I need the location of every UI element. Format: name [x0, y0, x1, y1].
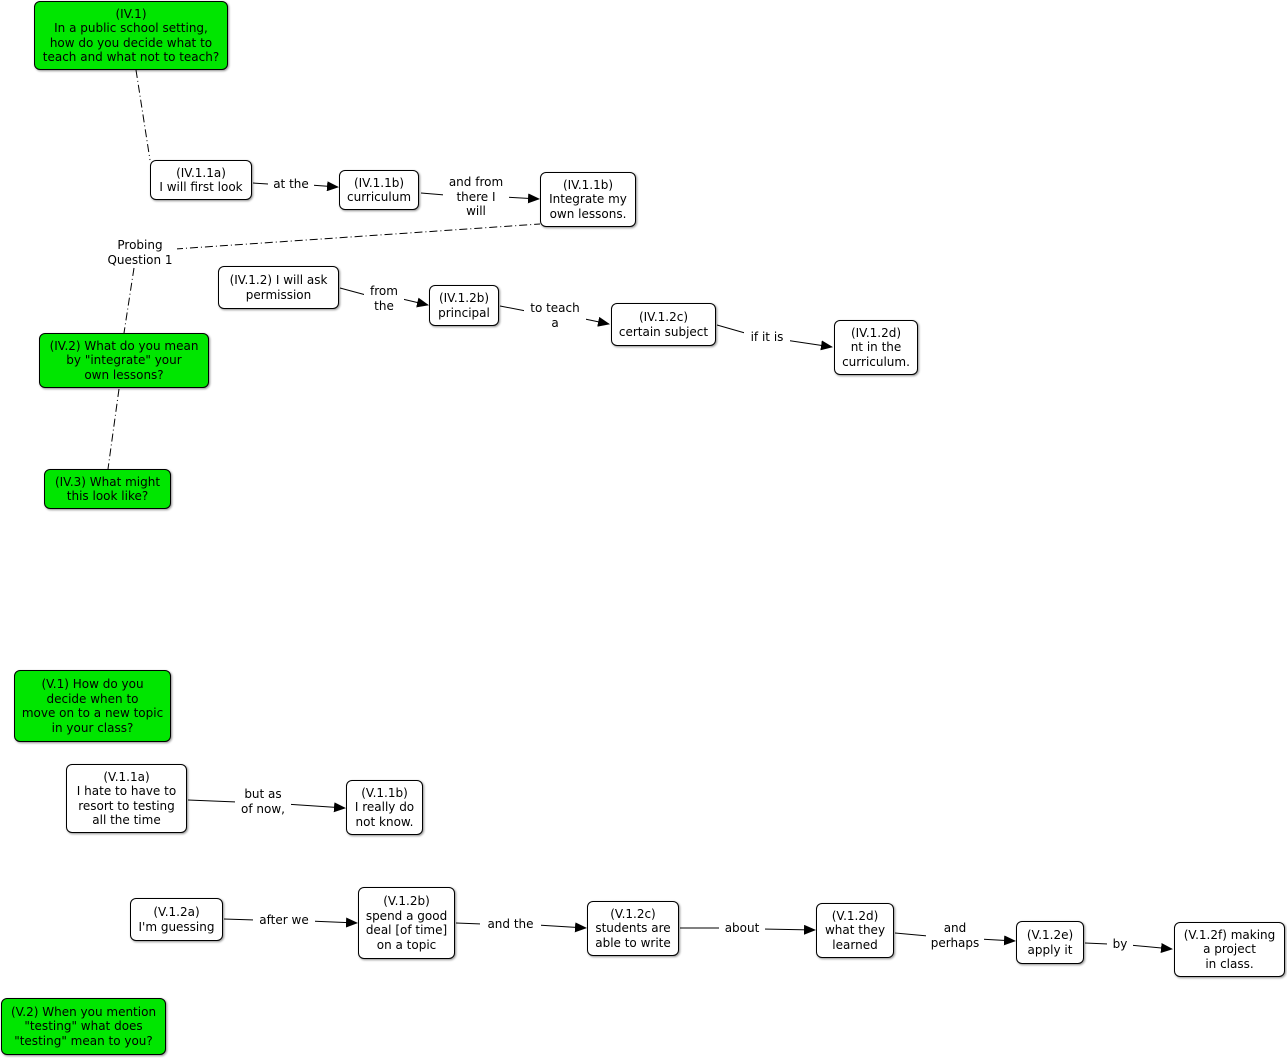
- concept-node-v11b[interactable]: (V.1.1b) I really do not know.: [346, 780, 423, 835]
- link-iv1-iv11a: [135, 69, 151, 161]
- concept-node-iv11b-integrate[interactable]: (IV.1.1b) Integrate my own lessons.: [540, 172, 636, 227]
- link-label-and-the: and the: [480, 917, 541, 932]
- arrow-after-we-v12b: [308, 917, 358, 928]
- link-v12e-by: [1084, 942, 1109, 945]
- link-label-and-perhaps: and perhaps: [926, 921, 984, 950]
- link-v12a-after-we: [223, 918, 256, 921]
- concept-node-v12b[interactable]: (V.1.2b) spend a good deal [of time] on …: [358, 887, 455, 959]
- link-label-about: about: [719, 921, 765, 936]
- link-v12b-and-the: [455, 922, 483, 925]
- concept-node-iv11b[interactable]: (IV.1.1b) curriculum: [339, 170, 419, 210]
- link-v11a-but-as: [187, 799, 238, 803]
- arrow-if-it-is-iv12d: [784, 339, 833, 351]
- arrow-and-the-v12c: [536, 922, 587, 933]
- arrow-by-v12f: [1128, 943, 1173, 953]
- arrow-and-from-iv11b2: [502, 193, 540, 204]
- link-iv12c-if-it-is: [716, 324, 746, 334]
- probing-question-label: Probing Question 1: [103, 238, 177, 267]
- arrow-at-the-iv11b: [309, 181, 339, 192]
- link-iv12b-to-teach: [499, 305, 527, 312]
- question-node-iv1[interactable]: (IV.1) In a public school setting, how d…: [34, 1, 228, 70]
- link-iv11b-and-from: [420, 192, 446, 196]
- link-label-after-we: after we: [253, 913, 315, 928]
- concept-node-v12c[interactable]: (V.1.2c) students are able to write: [587, 901, 679, 956]
- concept-node-iv12c[interactable]: (IV.1.2c) certain subject: [611, 303, 716, 346]
- link-v12d-and-perhaps: [894, 932, 929, 937]
- arrow-but-as-v11b: [284, 802, 346, 813]
- concept-node-iv12b[interactable]: (IV.1.2b) principal: [429, 285, 499, 326]
- link-iv12-from-the: [339, 287, 367, 296]
- concept-node-v12e[interactable]: (V.1.2e) apply it: [1016, 921, 1084, 964]
- link-label-if-it-is: if it is: [744, 330, 790, 345]
- arrow-and-perhaps-v12e: [978, 935, 1016, 946]
- link-label-at-the: at the: [268, 177, 314, 192]
- concept-node-v12f[interactable]: (V.1.2f) making a project in class.: [1174, 922, 1285, 977]
- concept-node-iv11a[interactable]: (IV.1.1a) I will first look: [150, 160, 252, 200]
- link-label-from-the: from the: [364, 284, 404, 313]
- question-node-iv2[interactable]: (IV.2) What do you mean by "integrate" y…: [39, 333, 209, 388]
- link-probing-iv11b2: [174, 223, 541, 250]
- link-label-by: by: [1107, 937, 1133, 952]
- concept-node-iv12d[interactable]: (IV.1.2d) nt in the curriculum.: [834, 320, 918, 375]
- link-label-and-from: and from there I will: [443, 175, 509, 219]
- concept-node-iv12[interactable]: (IV.1.2) I will ask permission: [218, 266, 339, 309]
- concept-node-v11a[interactable]: (V.1.1a) I hate to have to resort to tes…: [66, 764, 187, 833]
- link-label-to-teach: to teach a: [524, 301, 586, 330]
- link-label-but-as: but as of now,: [235, 787, 291, 816]
- arrow-about-v12d: [760, 924, 816, 935]
- question-node-iv3[interactable]: (IV.3) What might this look like?: [44, 469, 171, 509]
- concept-node-v12a[interactable]: (V.1.2a) I'm guessing: [130, 898, 223, 941]
- link-iv11a-at-the: [252, 182, 269, 185]
- concept-node-v12d[interactable]: (V.1.2d) what they learned: [816, 903, 894, 958]
- question-node-v2[interactable]: (V.2) When you mention "testing" what do…: [1, 998, 166, 1055]
- link-probing-iv2: [123, 267, 135, 334]
- link-iv2-iv3: [107, 388, 120, 470]
- question-node-v1[interactable]: (V.1) How do you decide when to move on …: [14, 670, 171, 742]
